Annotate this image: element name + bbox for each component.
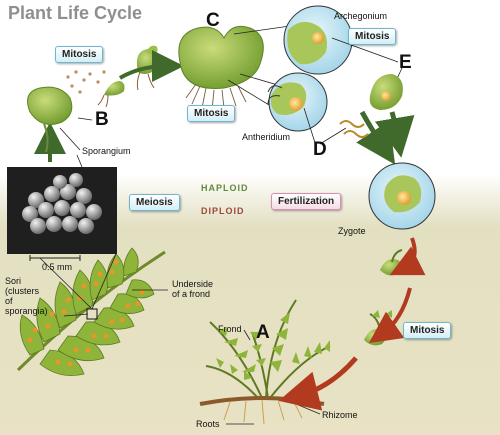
antheridium-magnified — [267, 72, 328, 132]
label-b: B — [95, 109, 109, 130]
haploid-label: HAPLOID — [201, 183, 249, 193]
tag-meiosis: Meiosis — [129, 194, 180, 211]
label-e: E — [399, 52, 412, 73]
sporangium-cluster — [27, 86, 73, 153]
arrow-to-mature-sporophyte — [278, 356, 358, 411]
sporangium-micrograph — [7, 167, 117, 261]
archegonium-egg — [369, 74, 403, 110]
arrow-to-fertilization — [356, 110, 396, 165]
arrow-egg-to-zygote — [374, 111, 415, 158]
label-d: D — [313, 139, 327, 160]
sori-label: Sori (clusters of sporangia) — [5, 276, 48, 316]
spores — [62, 70, 106, 96]
tag-mitosis-archegonium: Mitosis — [348, 28, 397, 45]
page-title: Plant Life Cycle — [8, 3, 143, 23]
antheridium-label: Antheridium — [242, 132, 291, 142]
diploid-label: DIPLOID — [201, 206, 245, 216]
leader-lines-d — [303, 107, 347, 147]
archegonium-label: Archegonium — [334, 11, 388, 21]
frond-label: Frond — [218, 324, 242, 334]
gametophyte-prothallus — [178, 25, 264, 111]
frond-underside — [16, 247, 166, 377]
archegonium-magnified — [283, 5, 353, 75]
roots-label: Roots — [196, 419, 220, 429]
zygote-label: Zygote — [338, 226, 366, 236]
rhizome-label: Rhizome — [322, 410, 358, 420]
tag-fertilization: Fertilization — [271, 193, 342, 210]
sperm-cells — [339, 120, 369, 138]
tag-mitosis-sporophyte: Mitosis — [403, 322, 452, 339]
mature-sporophyte — [199, 299, 331, 425]
tag-mitosis-spore: Mitosis — [55, 46, 104, 63]
arrow-sporophyte-growth — [368, 287, 412, 344]
label-a: A — [256, 322, 270, 343]
underside-label: Underside of a frond — [172, 279, 214, 299]
tag-mitosis-antheridium: Mitosis — [187, 105, 236, 122]
label-c: C — [206, 10, 220, 31]
arrow-spore-to-gametophyte — [118, 50, 184, 83]
germinating-spore — [97, 45, 160, 108]
zygote-magnified — [368, 162, 436, 230]
scale-bar-label: 0.5 mm — [42, 262, 73, 272]
sporangium-label: Sporangium — [82, 146, 131, 156]
arrow-zygote-to-sporophyte — [389, 237, 426, 276]
